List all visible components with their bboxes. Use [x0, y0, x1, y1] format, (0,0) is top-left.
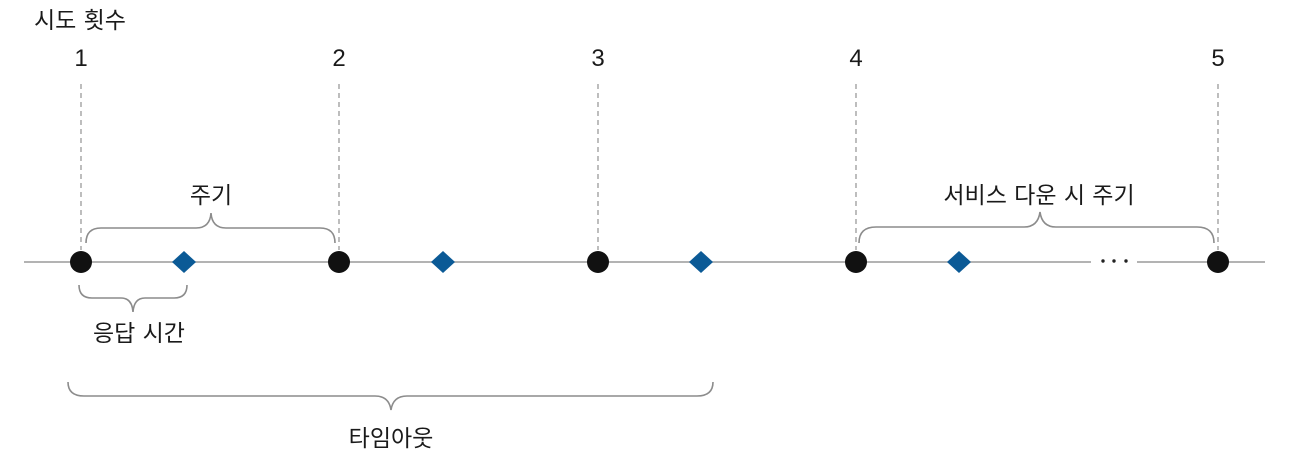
timeout-brace [67, 381, 714, 411]
down-period-label: 서비스 다운 시 주기 [943, 183, 1134, 209]
response-diamond-icon [947, 251, 971, 273]
attempt-count-title: 시도 횟수 [34, 8, 126, 34]
attempt-dot-icon [328, 251, 350, 273]
attempt-label-4: 4 [849, 45, 862, 72]
response-diamond-icon [172, 251, 196, 273]
response-diamond-icon [431, 251, 455, 273]
period-label: 주기 [190, 183, 232, 209]
attempt-dot-icon [587, 251, 609, 273]
attempt-label-1: 1 [74, 45, 87, 72]
response-time-label: 응답 시간 [93, 321, 185, 347]
attempt-markers [70, 251, 1229, 273]
response-time-brace [78, 284, 188, 313]
attempt-label-2: 2 [332, 45, 345, 72]
ellipsis-icon [1101, 259, 1128, 263]
down-period-brace [858, 211, 1215, 244]
attempt-dot-icon [1207, 251, 1229, 273]
attempt-guide-lines [80, 84, 1219, 250]
attempt-dot-icon [845, 251, 867, 273]
timeout-label: 타임아웃 [349, 426, 434, 452]
response-markers [172, 251, 971, 273]
period-brace [85, 212, 336, 244]
response-diamond-icon [689, 251, 713, 273]
attempt-label-5: 5 [1211, 45, 1224, 72]
attempt-label-3: 3 [591, 45, 604, 72]
attempt-dot-icon [70, 251, 92, 273]
